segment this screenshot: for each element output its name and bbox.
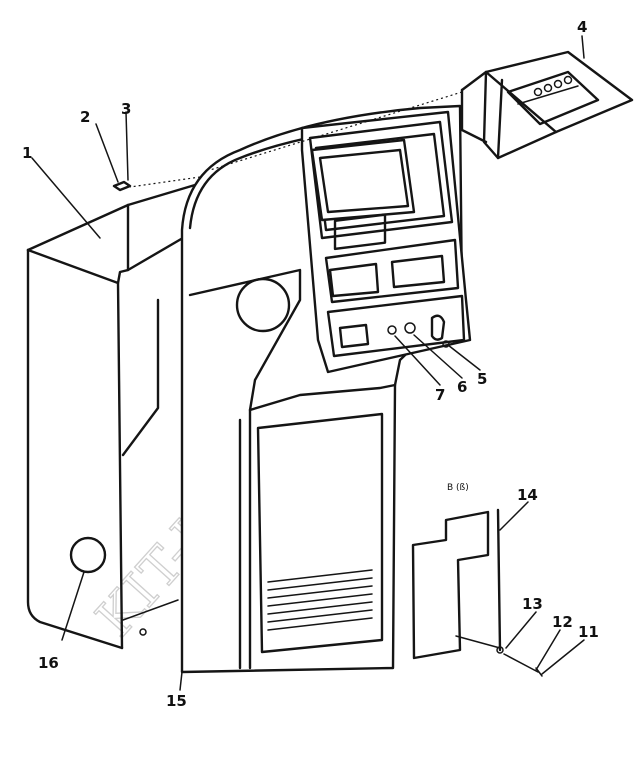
monitor-panel [300,110,472,374]
round-panel-hole [235,277,291,333]
side-panel [26,178,207,650]
callout-11: 11 [578,623,599,641]
leader-lines [31,35,585,691]
callout-2: 2 [80,108,90,126]
bolt-parts-2-3 [95,111,132,192]
display-unit [129,50,634,188]
switch-7 [387,325,397,335]
side-cover: B (ß) [411,483,543,677]
callout-14: 14 [517,486,538,504]
view-note-label: B (ß) [447,483,469,493]
callout-13: 13 [522,595,543,613]
switch-6 [404,322,416,334]
callout-12: 12 [552,613,573,631]
callout-5: 5 [477,370,487,388]
callout-numbers: 1 2 3 4 5 6 7 11 12 13 14 15 16 [22,18,599,710]
vent-slots [267,569,373,631]
callout-15: 15 [166,692,187,710]
round-plug-hole [69,536,107,574]
key-switch-5 [430,314,446,341]
callout-3: 3 [121,100,131,118]
callout-6: 6 [457,378,467,396]
callout-16: 16 [38,654,59,672]
callout-7: 7 [435,386,445,404]
callout-1: 1 [22,144,32,162]
callout-4: 4 [577,18,587,36]
display-buttons [533,75,573,97]
